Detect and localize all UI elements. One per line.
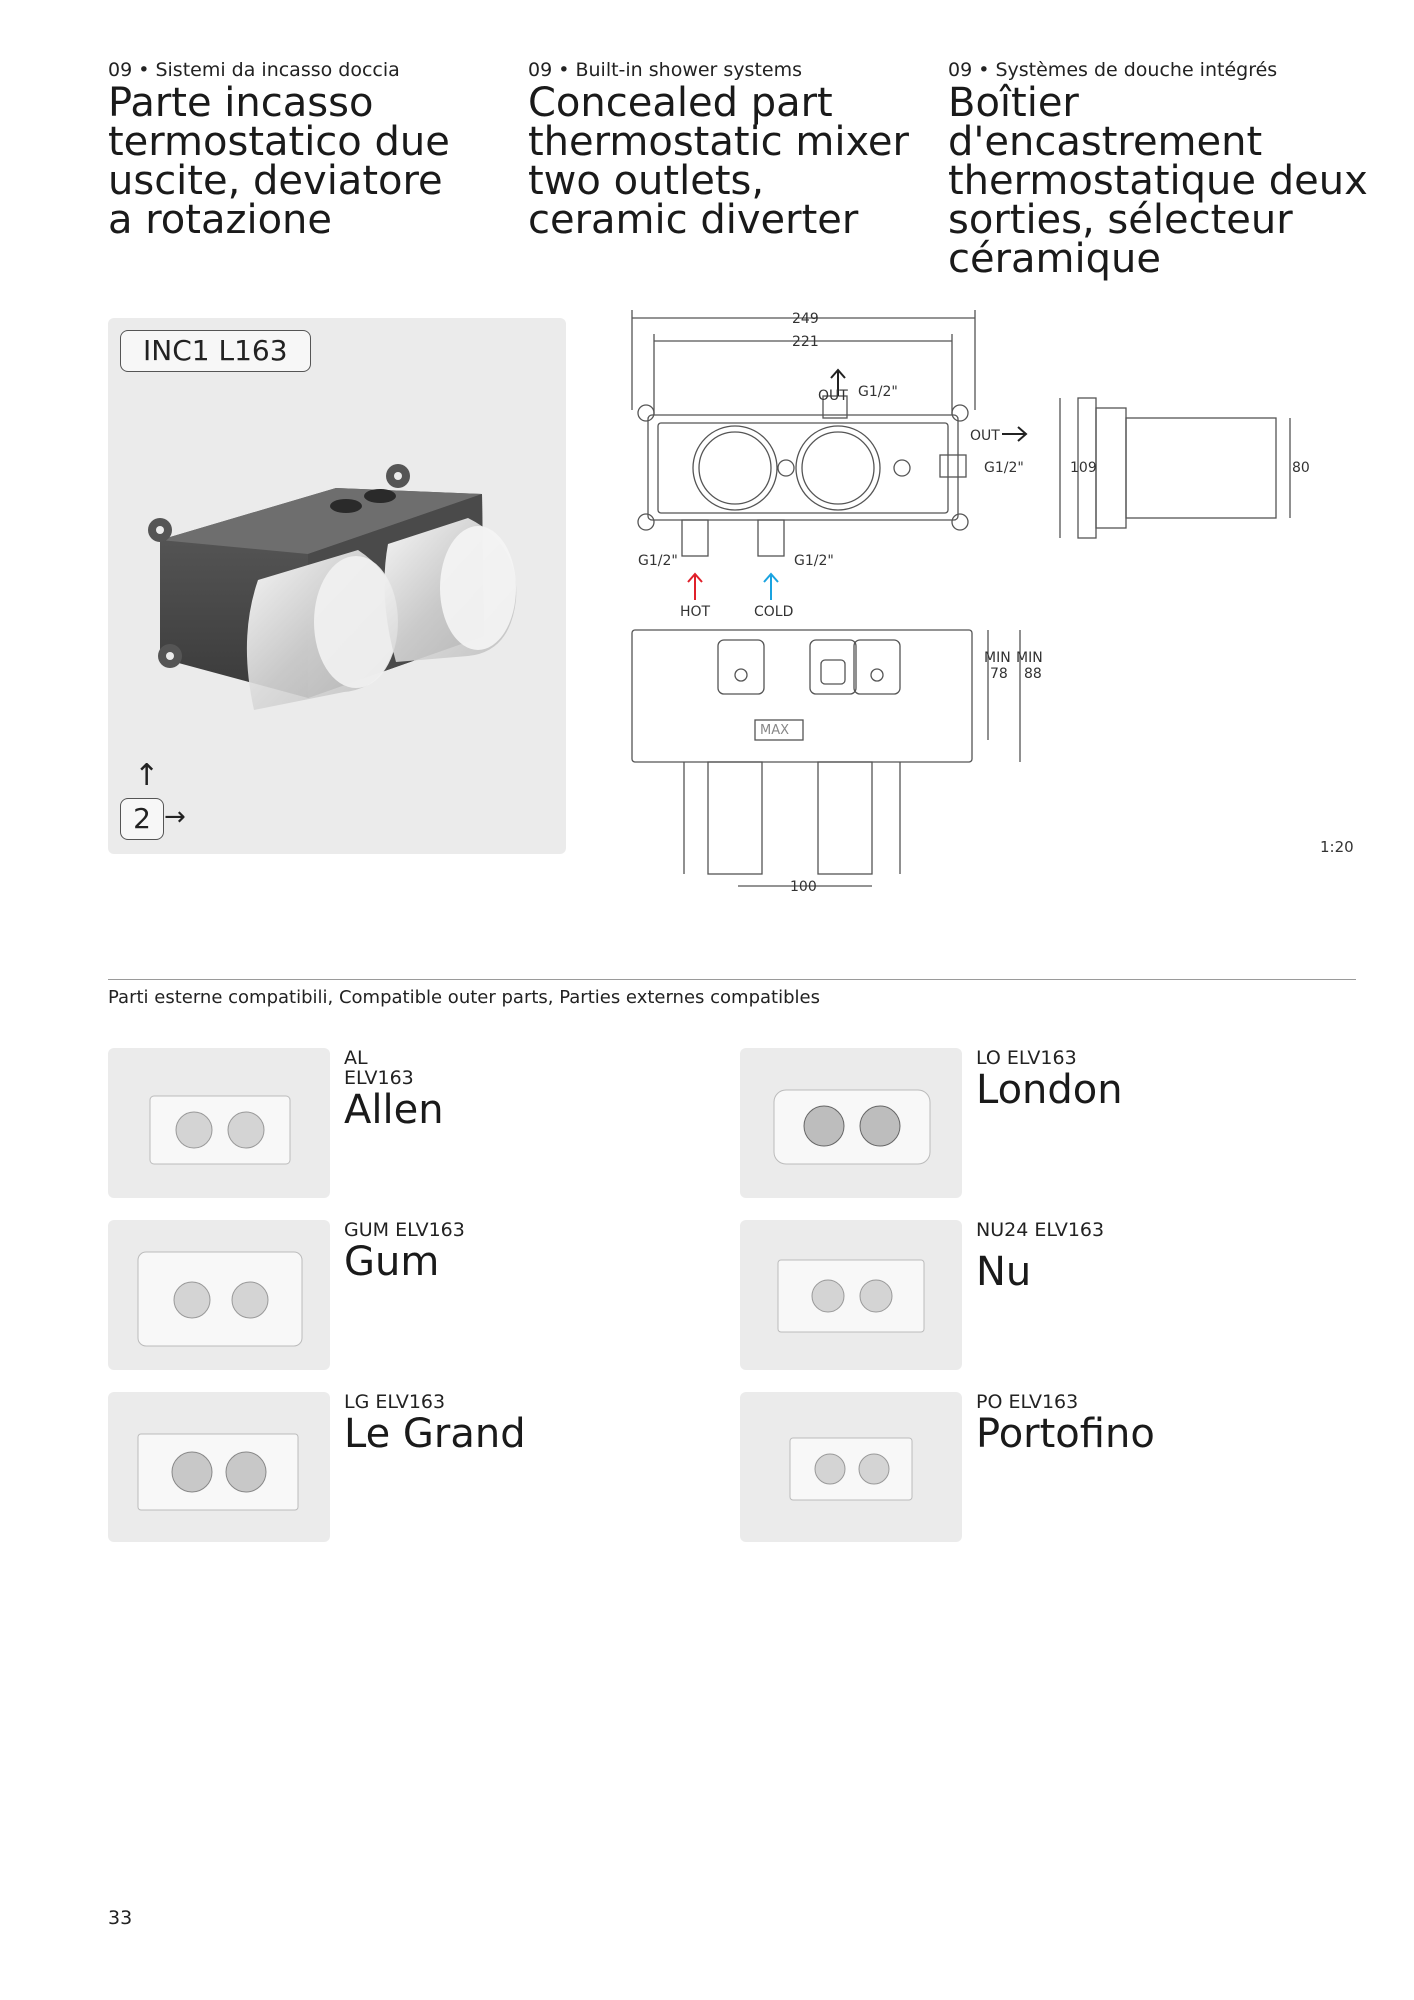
header-english: 09 • Built-in shower systems Concealed p… bbox=[528, 58, 938, 240]
item-name: Portofino bbox=[976, 1411, 1155, 1457]
section-kicker-en: 09 • Built-in shower systems bbox=[528, 59, 802, 81]
item-code: GUM ELV163 bbox=[344, 1220, 604, 1240]
dim-80: 80 bbox=[1292, 460, 1310, 476]
label-min-1: MIN bbox=[984, 650, 1011, 666]
code-line: AL bbox=[344, 1047, 368, 1069]
title-line: two outlets, bbox=[528, 158, 765, 204]
code-line: LG ELV163 bbox=[344, 1391, 446, 1413]
title-line: Boîtier d'encastrement bbox=[948, 80, 1263, 165]
label-g12-hot: G1/2" bbox=[638, 553, 678, 569]
label-cold: COLD bbox=[754, 604, 793, 620]
section-divider bbox=[108, 979, 1356, 980]
title-en: Concealed part thermostatic mixer two ou… bbox=[528, 80, 938, 243]
title-line: termostatico due bbox=[108, 119, 450, 165]
portofino-thumbnail bbox=[740, 1392, 962, 1542]
product-image-panel: INC1 L163 ↑ bbox=[108, 318, 566, 854]
title-line: Concealed part bbox=[528, 80, 833, 126]
cold-arrow-icon bbox=[763, 572, 779, 600]
item-name: Allen bbox=[344, 1087, 444, 1133]
arrow-up-icon: ↑ bbox=[134, 758, 160, 793]
le-grand-thumbnail bbox=[108, 1392, 330, 1542]
compatible-item-nu[interactable]: NU24 ELV163 Nu bbox=[740, 1220, 1414, 1370]
header-french: 09 • Systèmes de douche intégrés Boîtier… bbox=[948, 58, 1388, 279]
technical-drawing: 249 221 OUT G1/2" OUT G1/2" G1/2" G1/2" … bbox=[631, 310, 1310, 895]
out-arrow-right-icon bbox=[1002, 426, 1028, 442]
title-line: Parte incasso bbox=[108, 80, 374, 126]
page-number: 33 bbox=[108, 1907, 133, 1929]
label-out-top: OUT bbox=[818, 388, 848, 404]
label-g12-right: G1/2" bbox=[984, 460, 1024, 476]
out-arrow-up-icon bbox=[830, 368, 846, 396]
section-kicker-it: 09 • Sistemi da incasso doccia bbox=[108, 59, 400, 81]
section-kicker-fr: 09 • Systèmes de douche intégrés bbox=[948, 59, 1278, 81]
item-code: NU24 ELV163 bbox=[976, 1220, 1236, 1240]
gum-thumbnail bbox=[108, 1220, 330, 1370]
title-line: a rotazione bbox=[108, 197, 333, 243]
code-line: ELV163 bbox=[344, 1067, 414, 1089]
title-fr: Boîtier d'encastrement thermostatique de… bbox=[948, 80, 1388, 282]
code-line: GUM ELV163 bbox=[344, 1219, 465, 1241]
compatible-item-portofino[interactable]: PO ELV163 Portofino bbox=[740, 1392, 1414, 1542]
compatible-item-le-grand[interactable]: LG ELV163 Le Grand bbox=[108, 1392, 868, 1542]
dim-min-78: 78 bbox=[990, 666, 1008, 682]
dim-min-88: 88 bbox=[1024, 666, 1042, 682]
quantity-badge: 2 bbox=[120, 798, 164, 840]
title-line: uscite, deviatore bbox=[108, 158, 443, 204]
title-line: thermostatique deux bbox=[948, 158, 1368, 204]
london-thumbnail bbox=[740, 1048, 962, 1198]
item-code: LG ELV163 bbox=[344, 1392, 604, 1412]
item-code: AL ELV163 bbox=[344, 1048, 604, 1088]
hot-arrow-icon bbox=[687, 572, 703, 600]
label-max: MAX bbox=[760, 723, 789, 738]
code-line: NU24 ELV163 bbox=[976, 1219, 1105, 1241]
code-line: PO ELV163 bbox=[976, 1391, 1079, 1413]
item-name: Le Grand bbox=[344, 1411, 526, 1457]
allen-thumbnail bbox=[108, 1048, 330, 1198]
compatible-item-allen[interactable]: AL ELV163 Allen bbox=[108, 1048, 868, 1198]
compatible-item-gum[interactable]: GUM ELV163 Gum bbox=[108, 1220, 868, 1370]
label-g12-top: G1/2" bbox=[858, 384, 898, 400]
compatible-item-london[interactable]: LO ELV163 London bbox=[740, 1048, 1414, 1198]
item-code: LO ELV163 bbox=[976, 1048, 1236, 1068]
item-name: Nu bbox=[976, 1249, 1032, 1295]
title-line: thermostatic mixer bbox=[528, 119, 909, 165]
item-name: London bbox=[976, 1067, 1123, 1113]
arrow-right-icon: → bbox=[164, 802, 186, 832]
dim-100: 100 bbox=[790, 879, 817, 895]
dim-109: 109 bbox=[1070, 460, 1097, 476]
title-line: sorties, sélecteur bbox=[948, 197, 1293, 243]
title-line: céramique bbox=[948, 236, 1161, 282]
title-it: Parte incasso termostatico due uscite, d… bbox=[108, 80, 518, 243]
label-out-right: OUT bbox=[970, 428, 1000, 444]
item-code: PO ELV163 bbox=[976, 1392, 1236, 1412]
compatible-heading: Parti esterne compatibili, Compatible ou… bbox=[108, 987, 820, 1008]
product-code-badge: INC1 L163 bbox=[120, 330, 311, 372]
item-name: Gum bbox=[344, 1239, 440, 1285]
title-line: ceramic diverter bbox=[528, 197, 859, 243]
label-hot: HOT bbox=[680, 604, 711, 620]
nu-thumbnail bbox=[740, 1220, 962, 1370]
dim-249: 249 bbox=[792, 311, 819, 327]
label-g12-cold: G1/2" bbox=[794, 553, 834, 569]
drawing-scale: 1:20 bbox=[1320, 838, 1354, 856]
header-italian: 09 • Sistemi da incasso doccia Parte inc… bbox=[108, 58, 518, 240]
code-line: LO ELV163 bbox=[976, 1047, 1077, 1069]
label-min-2: MIN bbox=[1016, 650, 1043, 666]
dim-221: 221 bbox=[792, 334, 819, 350]
concealed-mixer-image bbox=[148, 464, 517, 710]
